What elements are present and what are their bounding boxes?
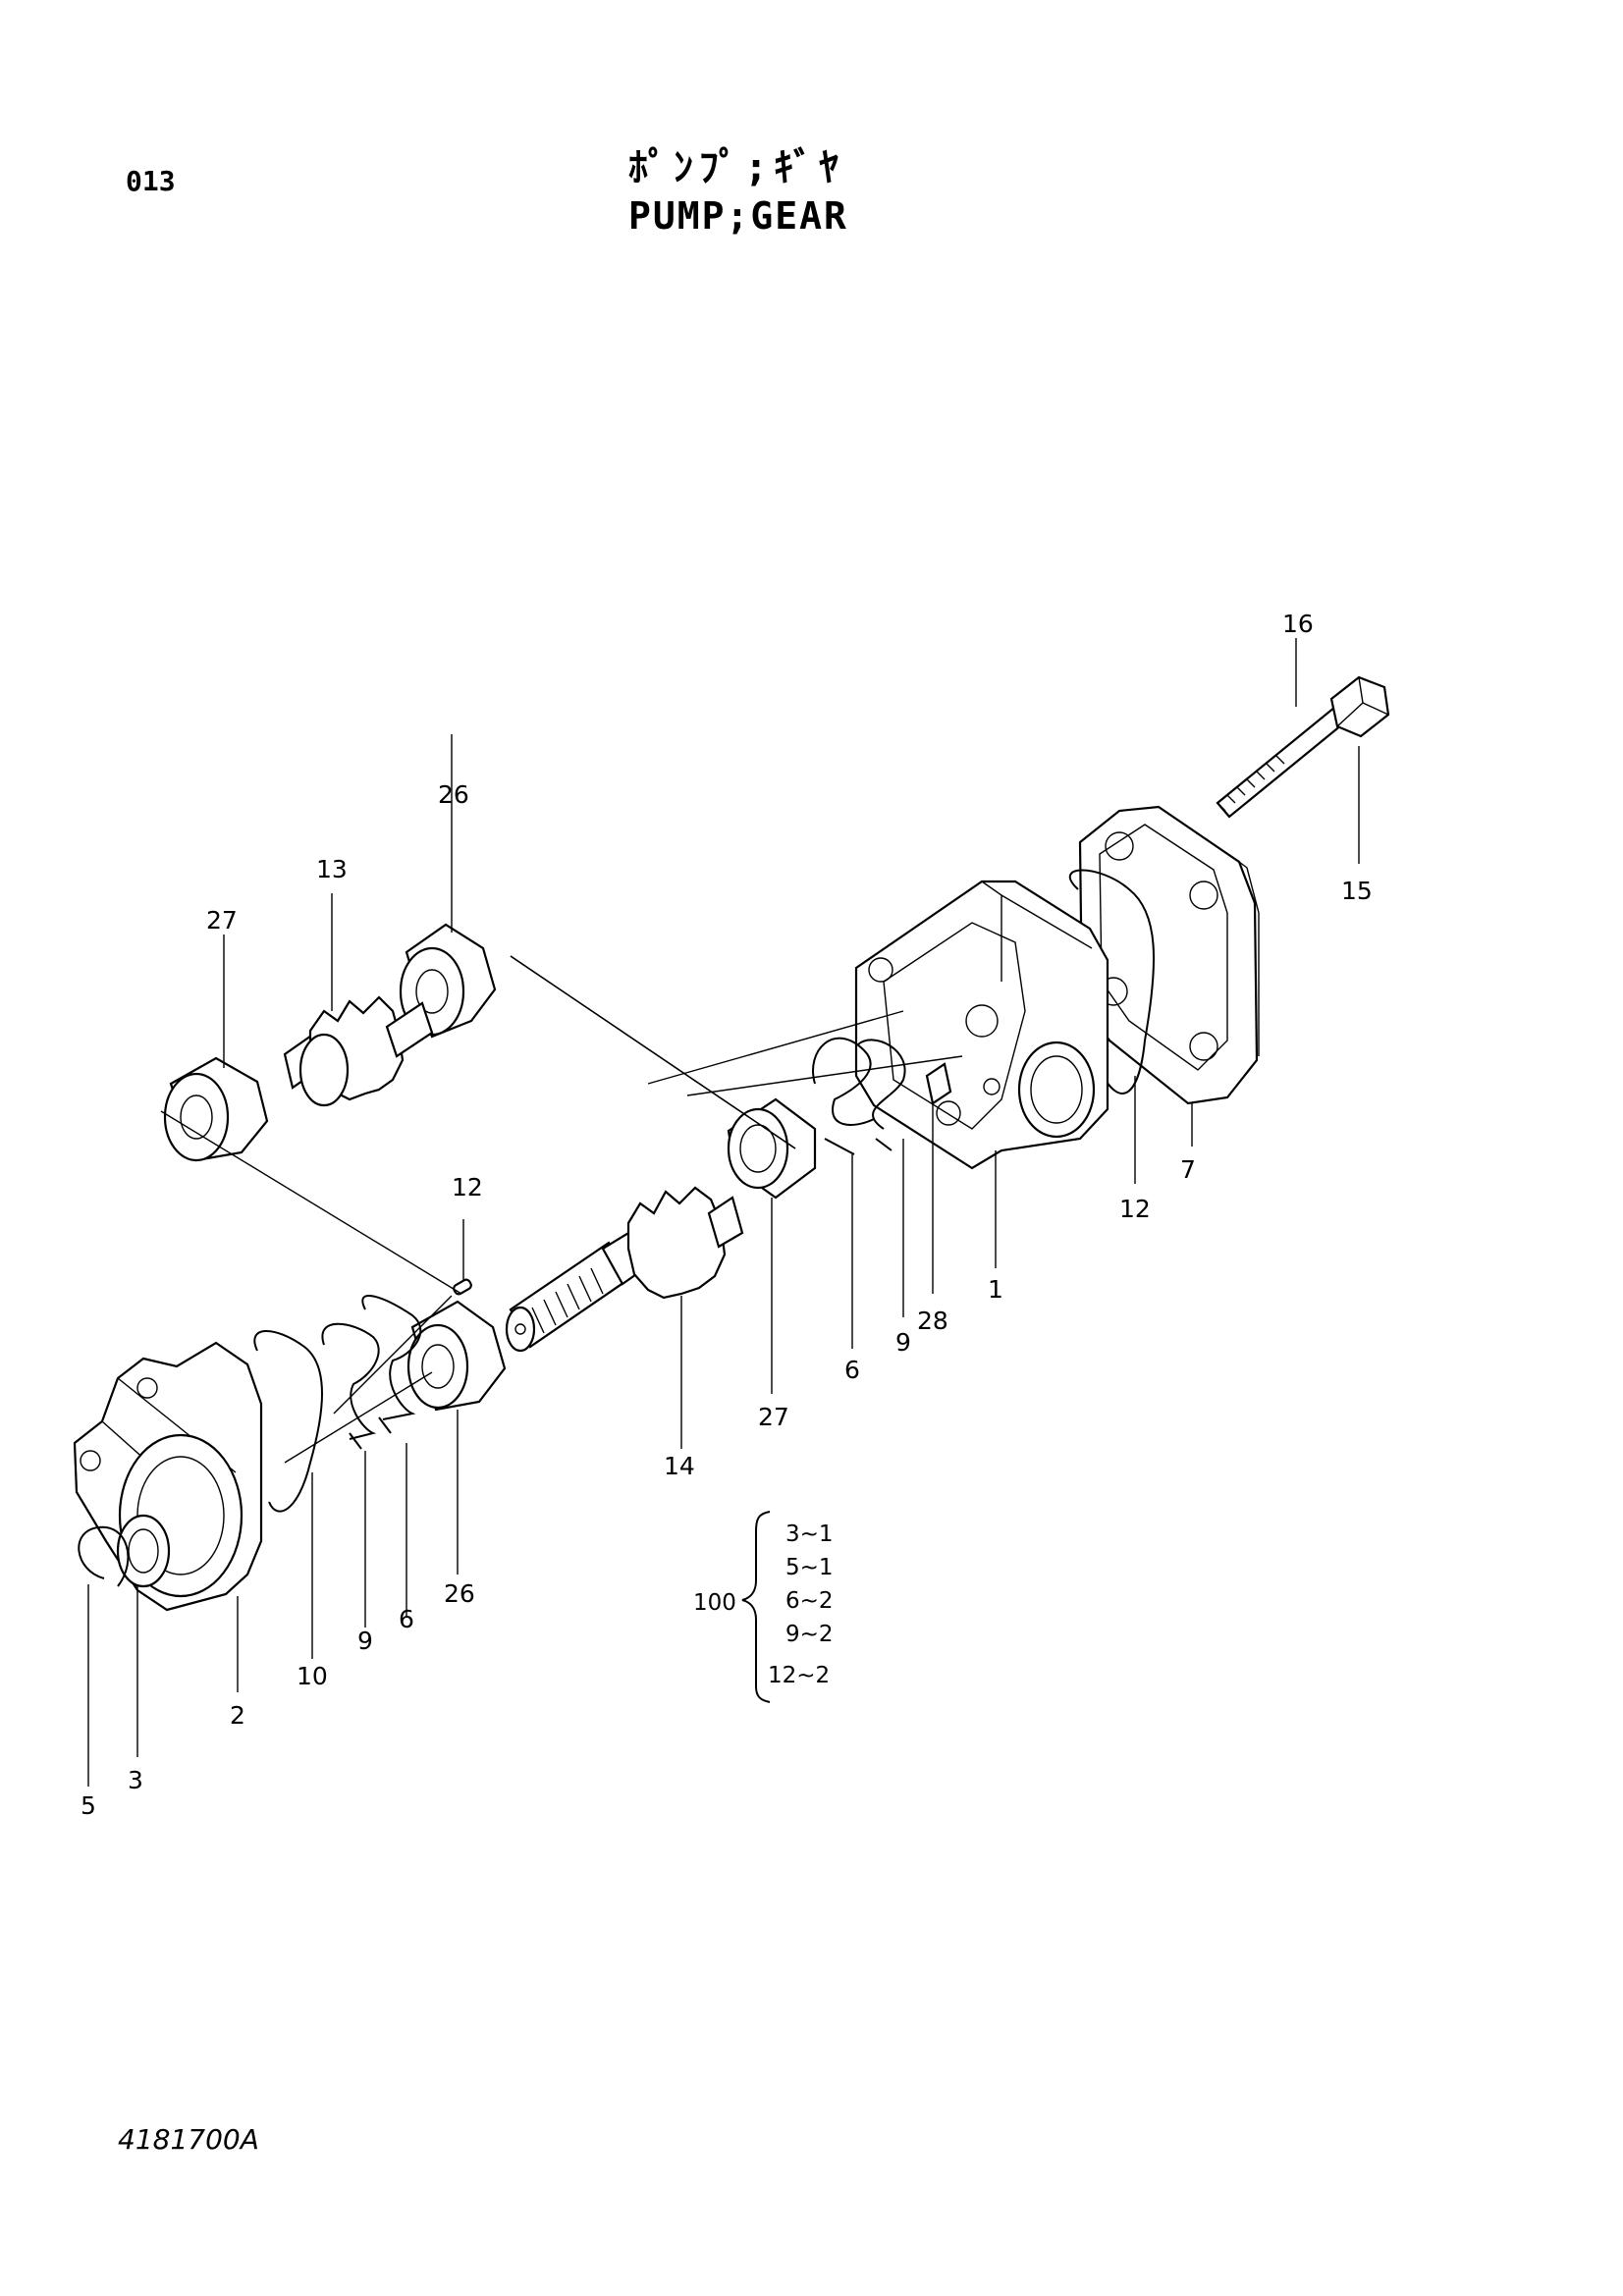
drawing-number: 4181700A [118,2123,259,2156]
drive-gear-shaft-part [505,1186,744,1353]
bushing-part [727,1097,817,1200]
page-title-japanese: ﾎﾟﾝﾌﾟ;ｷﾞﾔ [628,145,845,190]
leader-lines [87,638,1360,1787]
kit-item: 6~2 [785,1588,834,1614]
callout-27: 27 [758,1403,789,1431]
callout-7: 7 [1180,1155,1196,1184]
callout-15: 15 [1341,877,1373,905]
callout-1: 1 [988,1275,1003,1304]
driven-gear-part [283,995,434,1107]
bushing-part [399,923,497,1039]
o-ring-part [253,1330,323,1513]
callout-6: 6 [844,1356,860,1384]
seal-parts-lower [321,1294,422,1450]
bushing-part [406,1300,507,1412]
seal-parts-upper [812,1037,906,1155]
bushing-part [163,1056,269,1162]
callout-26: 26 [444,1579,475,1608]
snap-ring-part [78,1525,130,1587]
kit-item: 12~2 [768,1663,830,1688]
callout-6: 6 [399,1605,414,1633]
pin-part [925,1062,952,1105]
kit-item: 9~2 [785,1622,834,1647]
page-title: PUMP;GEAR [628,194,848,238]
assembly-lines [160,955,963,1464]
page-number: 013 [126,165,176,197]
callout-3: 3 [128,1766,143,1794]
repair-kit-list: 100 3~1 5~1 6~2 9~2 12~2 [693,1511,834,1703]
kit-item: 3~1 [785,1522,834,1547]
callout-9: 9 [895,1328,911,1357]
callout-16: 16 [1282,610,1314,638]
o-ring-part [1069,869,1156,1095]
key-part [453,1278,472,1296]
callout-12: 12 [1119,1195,1151,1223]
pump-body-part [854,880,1109,1170]
callout-2: 2 [230,1701,245,1730]
front-cover-part [73,1341,263,1612]
kit-item: 5~1 [785,1555,834,1580]
callout-26: 26 [438,780,469,809]
callout-27: 27 [206,906,238,934]
callout-9: 9 [357,1627,373,1655]
oil-seal-part [116,1514,171,1588]
kit-label: 100 [693,1590,736,1616]
callout-labels: 16 15 7 12 1 28 9 6 27 14 12 26 13 27 26… [81,610,1373,1820]
callout-10: 12 [452,1173,483,1201]
callout-14: 14 [664,1452,695,1480]
callout-5: 5 [81,1791,96,1820]
bolt-part [1216,675,1390,819]
rear-cover-part [1078,805,1260,1105]
callout-12: 10 [297,1662,328,1690]
callout-28: 28 [917,1307,948,1335]
callout-13: 13 [316,855,348,883]
